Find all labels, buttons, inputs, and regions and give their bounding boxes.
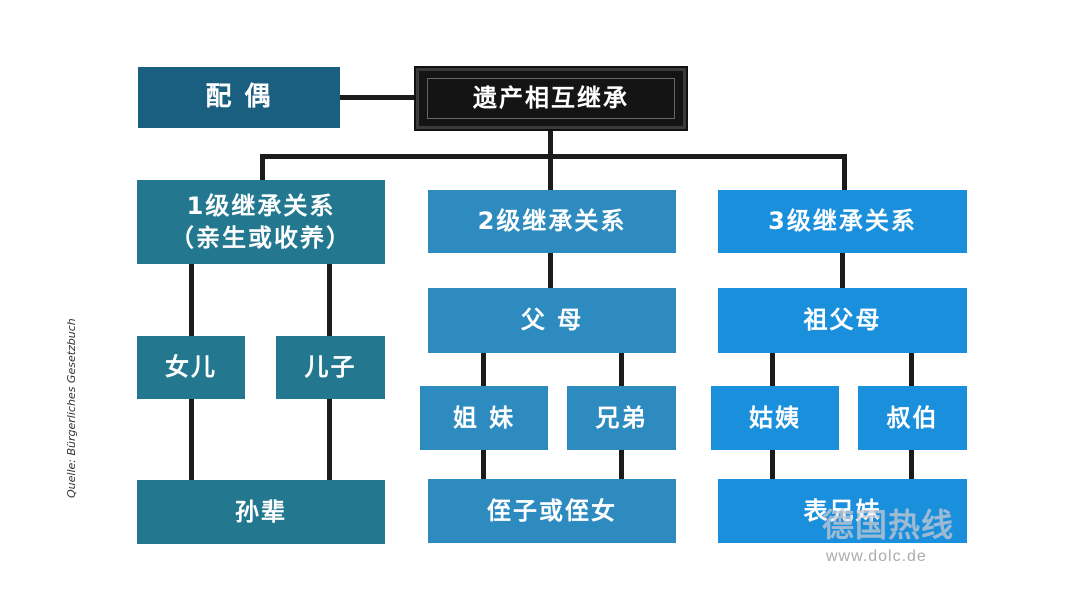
level1-box: 1级继承关系 （亲生或收养）	[137, 180, 385, 264]
parents-label: 父 母	[520, 306, 584, 335]
connector-bus-level1	[260, 154, 265, 182]
spouse-box: 配 偶	[138, 67, 340, 128]
watermark-logo: 德国热线	[822, 506, 955, 544]
connector-parents-brothers	[619, 352, 624, 387]
aunts-box: 姑姨	[711, 386, 839, 450]
cousins-label: 表兄妹	[803, 496, 882, 525]
nephews-nieces-box: 侄子或侄女	[428, 479, 676, 543]
connector-uncles-cousins	[909, 449, 914, 480]
level1-title: 1级继承关系 （亲生或收养）	[170, 191, 352, 252]
connector-brothers-nephews	[619, 449, 624, 480]
grandchildren-label: 孙辈	[235, 497, 287, 526]
aunts-label: 姑姨	[749, 403, 801, 432]
brothers-box: 兄弟	[567, 386, 676, 450]
sisters-label: 姐 妹	[452, 403, 516, 432]
root-box: 遗产相互继承	[414, 66, 688, 131]
connector-horizontal-bus	[260, 154, 847, 159]
connector-level1-daughter	[189, 263, 194, 338]
connector-sisters-nephews	[481, 449, 486, 480]
daughter-label: 女儿	[165, 353, 217, 382]
source-caption: Quelle: Bürgerliches Gesetzbuch	[65, 318, 78, 498]
connector-aunts-cousins	[770, 449, 775, 480]
watermark-url: www.dolc.de	[826, 548, 927, 565]
nephews-nieces-label: 侄子或侄女	[487, 496, 617, 525]
connector-bus-level2	[548, 154, 553, 192]
connector-grandparents-aunts	[770, 352, 775, 387]
son-label: 儿子	[304, 353, 357, 382]
connector-parents-sisters	[481, 352, 486, 387]
brothers-label: 兄弟	[595, 403, 648, 432]
spouse-label: 配 偶	[205, 81, 273, 112]
root-inner-frame	[427, 78, 675, 119]
uncles-box: 叔伯	[858, 386, 967, 450]
son-box: 儿子	[276, 336, 385, 399]
connector-spouse-root	[340, 95, 416, 100]
connector-daughter-grandchildren	[189, 398, 194, 481]
connector-level1-son	[327, 263, 332, 338]
connector-level3-grandparents	[840, 252, 845, 290]
level2-title: 2级继承关系	[477, 207, 627, 236]
grandchildren-box: 孙辈	[137, 480, 385, 544]
connector-son-grandchildren	[327, 398, 332, 481]
level3-title: 3级继承关系	[768, 207, 917, 236]
level3-box: 3级继承关系	[718, 190, 967, 253]
connector-root-down	[548, 128, 553, 158]
cousins-box: 表兄妹	[718, 479, 967, 543]
root-label: 遗产相互继承	[473, 84, 629, 113]
daughter-box: 女儿	[137, 336, 245, 399]
connector-grandparents-uncles	[909, 352, 914, 387]
parents-box: 父 母	[428, 288, 676, 353]
connector-bus-level3	[842, 154, 847, 192]
grandparents-box: 祖父母	[718, 288, 967, 353]
connector-level2-parents	[548, 252, 553, 290]
sisters-box: 姐 妹	[420, 386, 548, 450]
uncles-label: 叔伯	[886, 403, 939, 432]
level2-box: 2级继承关系	[428, 190, 676, 253]
grandparents-label: 祖父母	[803, 306, 882, 335]
